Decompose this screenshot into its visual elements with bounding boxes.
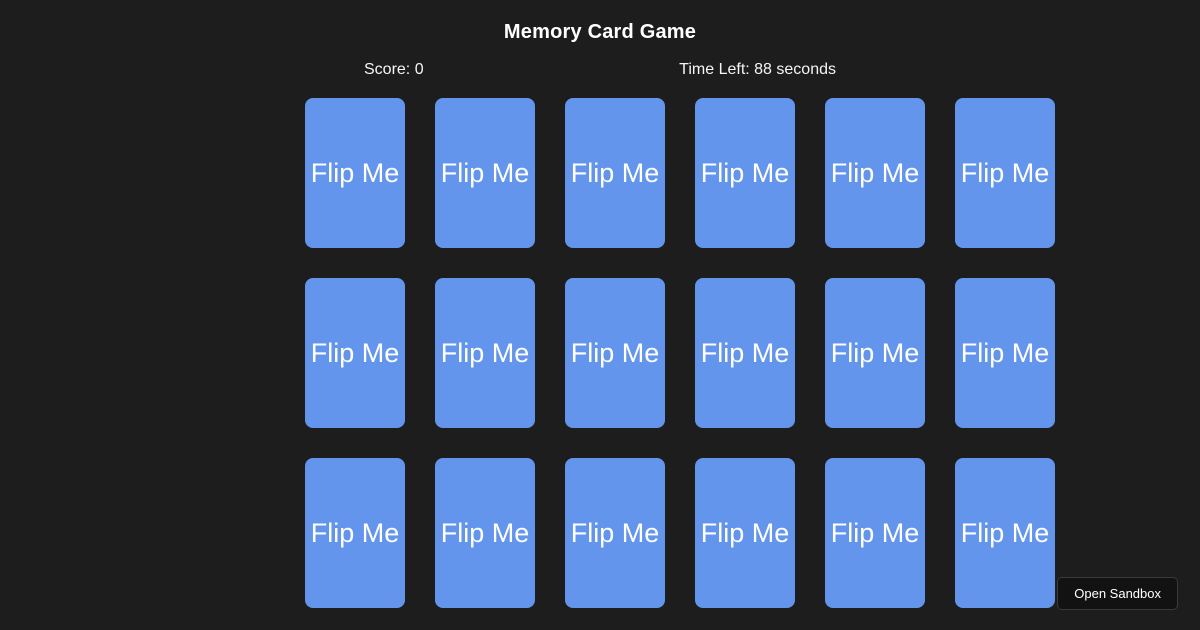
- memory-card[interactable]: Flip Me: [955, 278, 1055, 428]
- memory-card[interactable]: Flip Me: [435, 458, 535, 608]
- memory-card-label: Flip Me: [440, 337, 530, 368]
- memory-card[interactable]: Flip Me: [695, 278, 795, 428]
- memory-card-label: Flip Me: [310, 337, 400, 368]
- memory-card-label: Flip Me: [960, 517, 1050, 548]
- memory-card-label: Flip Me: [960, 337, 1050, 368]
- open-sandbox-button[interactable]: Open Sandbox: [1057, 577, 1178, 610]
- memory-card[interactable]: Flip Me: [565, 98, 665, 248]
- memory-card-label: Flip Me: [700, 157, 790, 188]
- card-grid: Flip Me Flip Me Flip Me Flip Me Flip Me Flip …: [305, 98, 1055, 608]
- memory-card[interactable]: Flip Me: [565, 458, 665, 608]
- memory-card-label: Flip Me: [440, 157, 530, 188]
- memory-card[interactable]: Flip Me: [825, 458, 925, 608]
- time-left-text: Time Left: 88 seconds: [679, 61, 836, 78]
- memory-card[interactable]: Flip Me: [695, 458, 795, 608]
- memory-card[interactable]: Flip Me: [955, 458, 1055, 608]
- memory-card-label: Flip Me: [830, 337, 920, 368]
- memory-card[interactable]: Flip Me: [435, 278, 535, 428]
- memory-card-label: Flip Me: [310, 517, 400, 548]
- memory-card-label: Flip Me: [570, 337, 660, 368]
- memory-card-label: Flip Me: [700, 337, 790, 368]
- memory-card[interactable]: Flip Me: [305, 278, 405, 428]
- memory-card-label: Flip Me: [960, 157, 1050, 188]
- memory-card[interactable]: Flip Me: [825, 98, 925, 248]
- status-row: Score: 0 Time Left: 88 seconds: [364, 61, 836, 79]
- memory-card[interactable]: Flip Me: [695, 98, 795, 248]
- memory-card[interactable]: Flip Me: [825, 278, 925, 428]
- memory-card-label: Flip Me: [830, 517, 920, 548]
- memory-card[interactable]: Flip Me: [955, 98, 1055, 248]
- memory-card-label: Flip Me: [440, 517, 530, 548]
- score-text: Score: 0: [364, 61, 424, 78]
- memory-card-label: Flip Me: [570, 157, 660, 188]
- memory-card-label: Flip Me: [830, 157, 920, 188]
- memory-card-label: Flip Me: [310, 157, 400, 188]
- page-title: Memory Card Game: [503, 21, 697, 43]
- memory-card[interactable]: Flip Me: [565, 278, 665, 428]
- memory-card-label: Flip Me: [570, 517, 660, 548]
- memory-card[interactable]: Flip Me: [435, 98, 535, 248]
- memory-card[interactable]: Flip Me: [305, 458, 405, 608]
- memory-card[interactable]: Flip Me: [305, 98, 405, 248]
- memory-card-label: Flip Me: [700, 517, 790, 548]
